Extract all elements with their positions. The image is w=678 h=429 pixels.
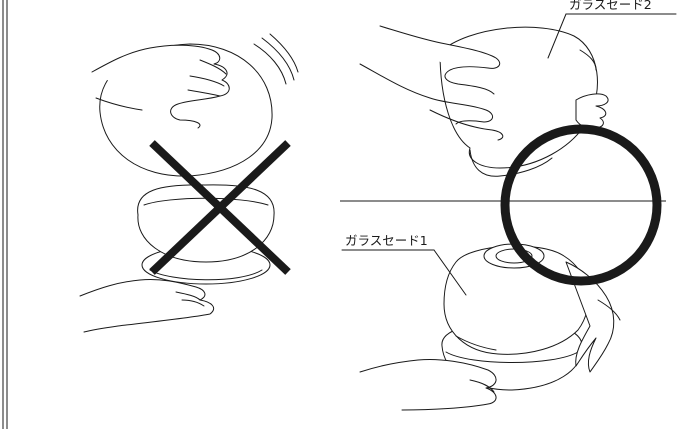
label-text-glass-shade-1: ガラスセード1 (345, 233, 428, 248)
incorrect-example-panel (80, 34, 298, 332)
lower-hand-left (80, 279, 214, 332)
correct-example-panel: ガラスセード2 ガラスセード1 (340, 0, 676, 410)
lower-hand-right (360, 359, 496, 410)
label-text-glass-shade-2: ガラスセード2 (569, 0, 652, 12)
circle-mark (505, 129, 657, 281)
rim-hand-right (576, 94, 608, 129)
page-border (3, 0, 7, 429)
